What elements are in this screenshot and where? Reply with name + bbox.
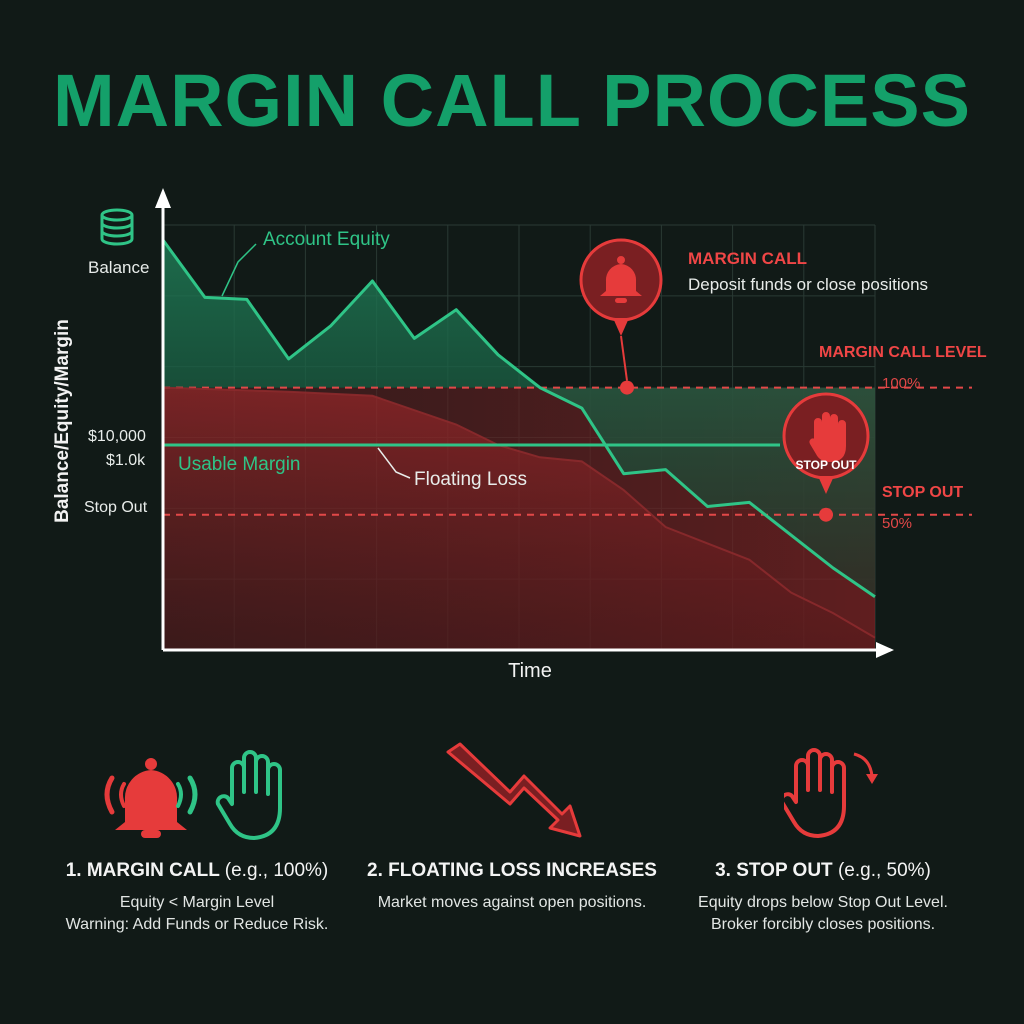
step-1-title: 1. MARGIN CALL [65, 860, 220, 881]
equity-area-fill [163, 240, 875, 597]
series-label-usable-margin: Usable Margin [178, 454, 301, 475]
y-tick-10000: $10,000 [88, 428, 146, 445]
margin-call-badge-pointer [613, 318, 629, 336]
step-3-example: (e.g., 50%) [837, 860, 931, 881]
step-3-line-1: Equity drops below Stop Out Level. [698, 894, 948, 911]
step-1-line-1: Equity < Margin Level [119, 894, 275, 911]
margin-call-annotation-title: MARGIN CALL [688, 249, 807, 268]
account-equity-line [161, 239, 876, 598]
y-tick-1k: $1.0k [106, 452, 146, 469]
stop-out-badge-label: STOP OUT [795, 458, 857, 472]
floating-loss-line [162, 386, 876, 639]
coin-stack-icon [100, 208, 134, 246]
step-1-example: (e.g., 100%) [224, 860, 329, 881]
step-3-heading: 3. STOP OUT (e.g., 50%) [658, 860, 988, 882]
stop-out-point [819, 507, 833, 522]
y-tick-stop-out: Stop Out [84, 499, 148, 516]
step-2-heading: 2. FLOATING LOSS INCREASES [347, 860, 677, 882]
step-1-line-2: Warning: Add Funds or Reduce Risk. [65, 916, 329, 933]
step-1-heading: 1. MARGIN CALL (e.g., 100%) [32, 860, 362, 882]
bell-icon [600, 256, 642, 296]
page-title: MARGIN CALL PROCESS [52, 59, 972, 142]
step-margin-call: 1. MARGIN CALL (e.g., 100%) Equity < Mar… [32, 860, 362, 936]
step-2-title: 2. FLOATING LOSS INCREASES [367, 860, 657, 881]
ringing-bell-icon [104, 758, 198, 838]
x-axis-label: Time [508, 660, 552, 682]
margin-call-annotation-text: Deposit funds or close positions [688, 275, 929, 294]
step-3-line-2: Broker forcibly closes positions. [710, 916, 936, 933]
series-label-account-equity: Account Equity [263, 229, 390, 250]
series-label-floating-loss: Floating Loss [414, 469, 528, 490]
stop-out-level-label: STOP OUT [882, 484, 964, 501]
margin-call-point [620, 380, 634, 395]
waving-hand-icon [784, 748, 878, 838]
stop-out-badge-pointer [818, 476, 834, 494]
step-2-line-1: Market moves against open positions. [377, 894, 647, 911]
step-3-title: 3. STOP OUT [715, 860, 833, 881]
margin-call-badge-stem [620, 335, 628, 381]
hand-stop-icon [809, 412, 846, 462]
floating-loss-fill [163, 387, 875, 650]
margin-call-level-label: MARGIN CALL LEVEL [819, 344, 987, 361]
y-axis-label: Balance/Equity/Margin [52, 319, 73, 523]
hand-icon [215, 750, 282, 840]
margin-call-level-percent: 100% [882, 375, 921, 392]
step-stop-out: 3. STOP OUT (e.g., 50%) Equity drops bel… [658, 860, 988, 936]
axes [155, 188, 894, 658]
downward-zigzag-arrow-icon [446, 742, 582, 838]
bell-icon-clapper [615, 298, 627, 303]
step-floating-loss: 2. FLOATING LOSS INCREASES Market moves … [347, 860, 677, 914]
y-tick-balance: Balance [88, 258, 150, 277]
stop-out-level-percent: 50% [882, 515, 913, 532]
